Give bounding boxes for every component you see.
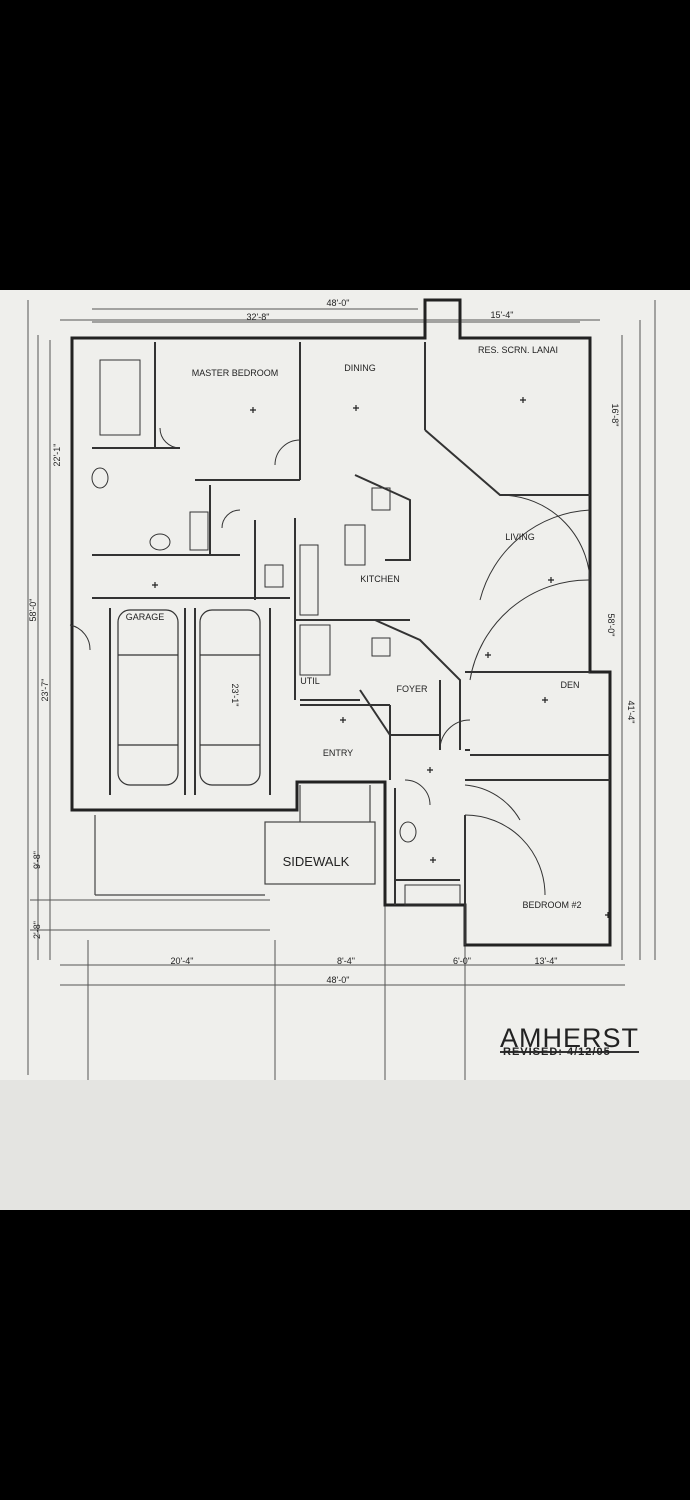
light-fixtures (152, 397, 611, 918)
dim-bottom-a: 20'-4" (171, 956, 194, 966)
dim-right-lower: 41'-4" (626, 701, 636, 724)
dim-top-right: 15'-4" (491, 310, 514, 320)
dim-left-mid: 23'-7" (40, 679, 50, 702)
door-swings (69, 427, 591, 896)
table-surface (0, 1080, 690, 1210)
dim-left-lower: 9'-8" (32, 851, 42, 869)
dim-left-upper: 22'-1" (52, 444, 62, 467)
label-garage: GARAGE (126, 612, 165, 622)
dim-bottom-d: 13'-4" (535, 956, 558, 966)
label-entry: ENTRY (323, 748, 353, 758)
plan-revised-date: REVISED: 4/12/05 (503, 1046, 611, 1058)
dim-bottom-c: 6'-0" (453, 956, 471, 966)
dim-bottom-b: 8'-4" (337, 956, 355, 966)
label-screen-lanai: RES. SCRN. LANAI (478, 345, 558, 355)
label-foyer: FOYER (396, 684, 428, 694)
label-sidewalk: SIDEWALK (283, 854, 350, 869)
interior-walls (92, 342, 610, 945)
dim-left-bottom: 2'-8" (32, 921, 42, 939)
dimension-lines (27, 300, 656, 1080)
dim-right-total: 58'-0" (606, 614, 616, 637)
fixtures (91, 359, 461, 906)
label-living: LIVING (505, 532, 535, 542)
blueprint-sheet (0, 290, 690, 1080)
floorplan-photo (0, 290, 690, 1210)
dim-bottom-overall: 48'-0" (327, 975, 350, 985)
dim-right-upper: 16'-8" (610, 404, 620, 427)
dim-garage-depth: 23'-1" (230, 684, 240, 707)
label-dining: DINING (344, 363, 376, 373)
garage-cars (117, 609, 261, 786)
dim-top-left: 32'-8" (247, 312, 270, 322)
exterior-walls (70, 298, 612, 947)
label-master-bedroom: MASTER BEDROOM (192, 368, 279, 378)
label-kitchen: KITCHEN (360, 574, 400, 584)
label-utility: UTIL (300, 676, 320, 686)
label-bedroom-2: BEDROOM #2 (522, 900, 581, 910)
label-den: DEN (560, 680, 579, 690)
sidewalk-outline (94, 785, 376, 896)
dim-left-total: 58'-0" (28, 599, 38, 622)
plan-title: AMHERST (500, 1023, 640, 1053)
dim-top-overall: 48'-0" (327, 298, 350, 308)
